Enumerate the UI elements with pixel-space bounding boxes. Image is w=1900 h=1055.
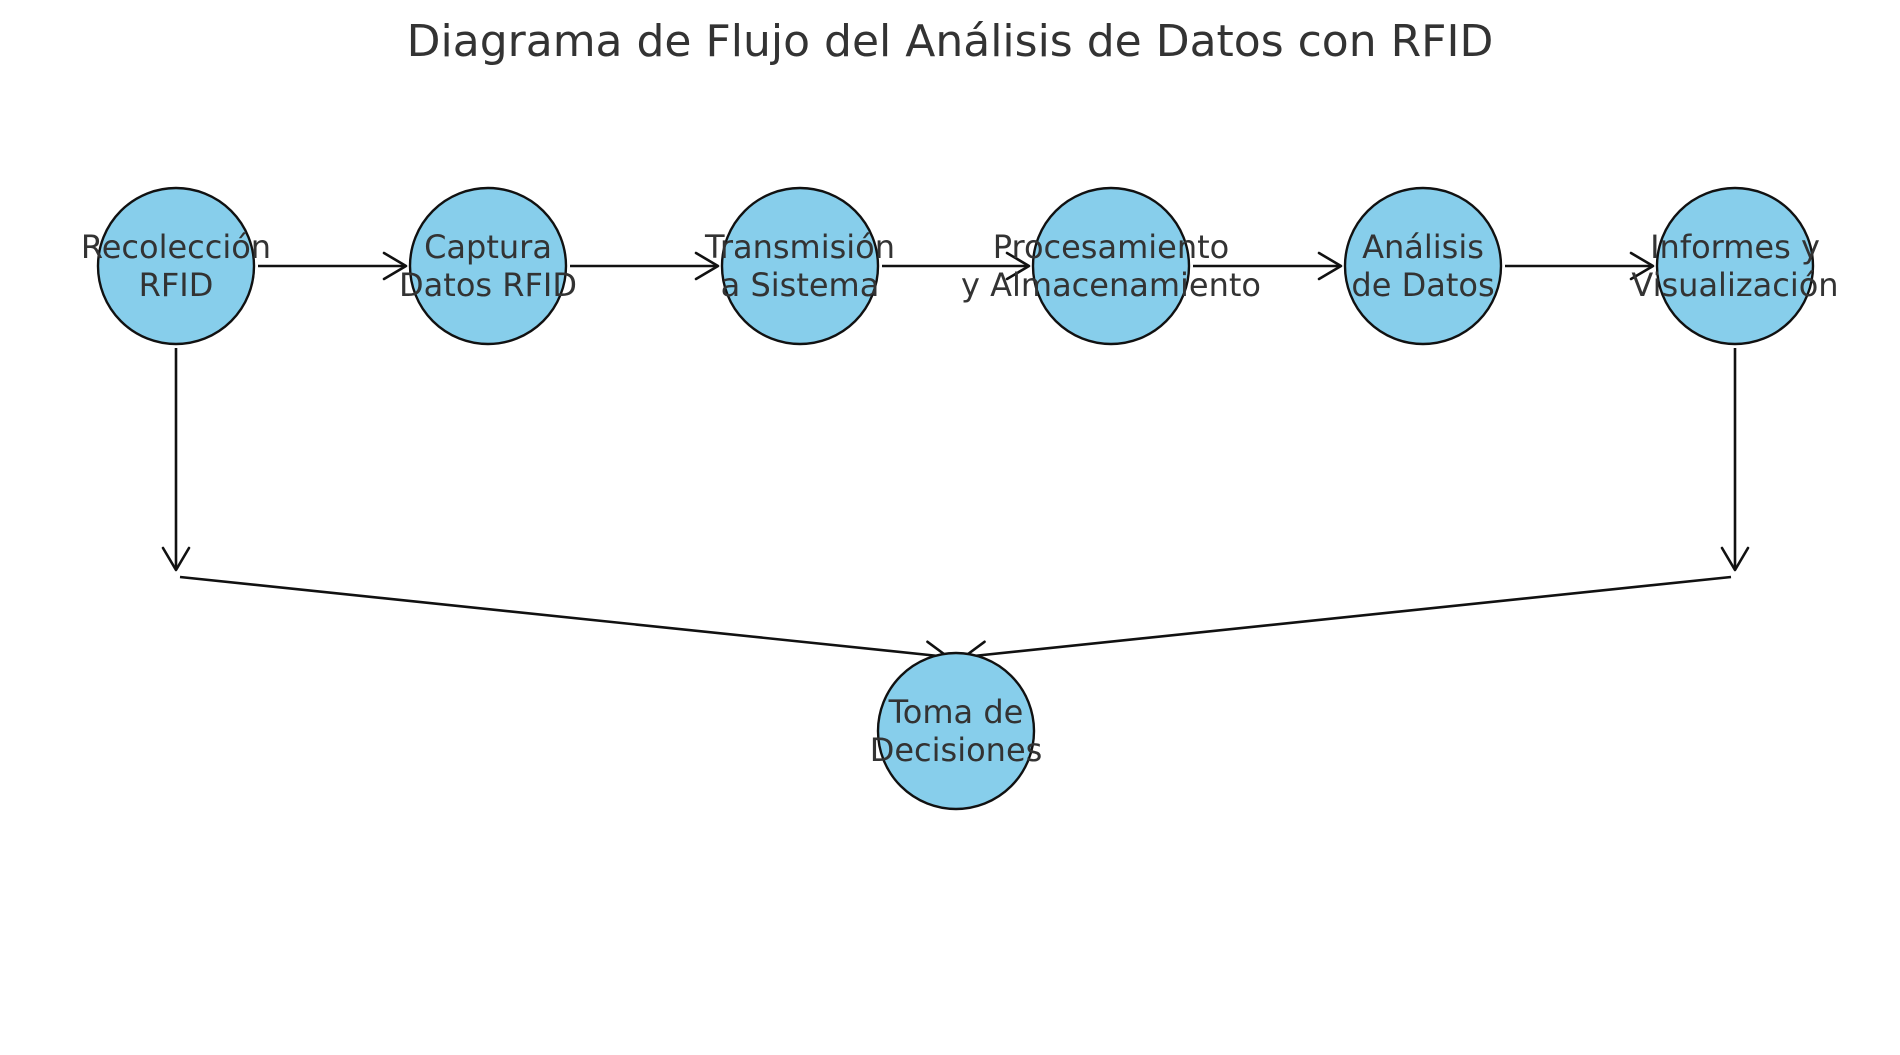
edge-line [179,575,949,659]
arrow-head [161,546,191,572]
node-label: de Datos [1351,266,1494,304]
node-label: y Almacenamiento [961,266,1261,304]
node-circle [876,651,1036,811]
node-circle [720,186,880,346]
node-circle [96,186,256,346]
node-label: Captura [424,228,552,266]
arrow-head [1720,546,1750,572]
edges-layer [161,251,1750,669]
node-circle [408,186,568,346]
edge-informes-to-decisiones [962,348,1750,669]
node-label: Transmisión [704,228,895,266]
node-label: Análisis [1362,228,1484,266]
edge-transmision-to-procesamiento [882,251,1031,281]
node-label: Procesamiento [993,228,1229,266]
arrow-head [382,251,408,281]
node-label: Informes y [1650,228,1820,266]
node-label: Decisiones [870,731,1043,769]
node-label: Visualización [1631,266,1838,304]
node-circle [1031,186,1191,346]
node-label: Datos RFID [399,266,577,304]
edge-line [963,575,1732,659]
node-label: Toma de [888,693,1024,731]
arrow-head [1629,251,1655,281]
node-label: RFID [139,266,214,304]
edge-analisis-to-informes [1505,251,1655,281]
edge-captura-to-transmision [570,251,720,281]
node-circle [1343,186,1503,346]
node-label: a Sistema [721,266,880,304]
edge-recoleccion-to-decisiones [161,348,950,669]
arrow-head [1317,251,1343,281]
node-label: Recolección [81,228,271,266]
edge-procesamiento-to-analisis [1193,251,1343,281]
arrow-head [1005,251,1031,281]
arrow-head [694,251,720,281]
node-circle [1655,186,1815,346]
diagram-title: Diagrama de Flujo del Análisis de Datos … [407,16,1494,67]
edge-recoleccion-to-captura [258,251,408,281]
